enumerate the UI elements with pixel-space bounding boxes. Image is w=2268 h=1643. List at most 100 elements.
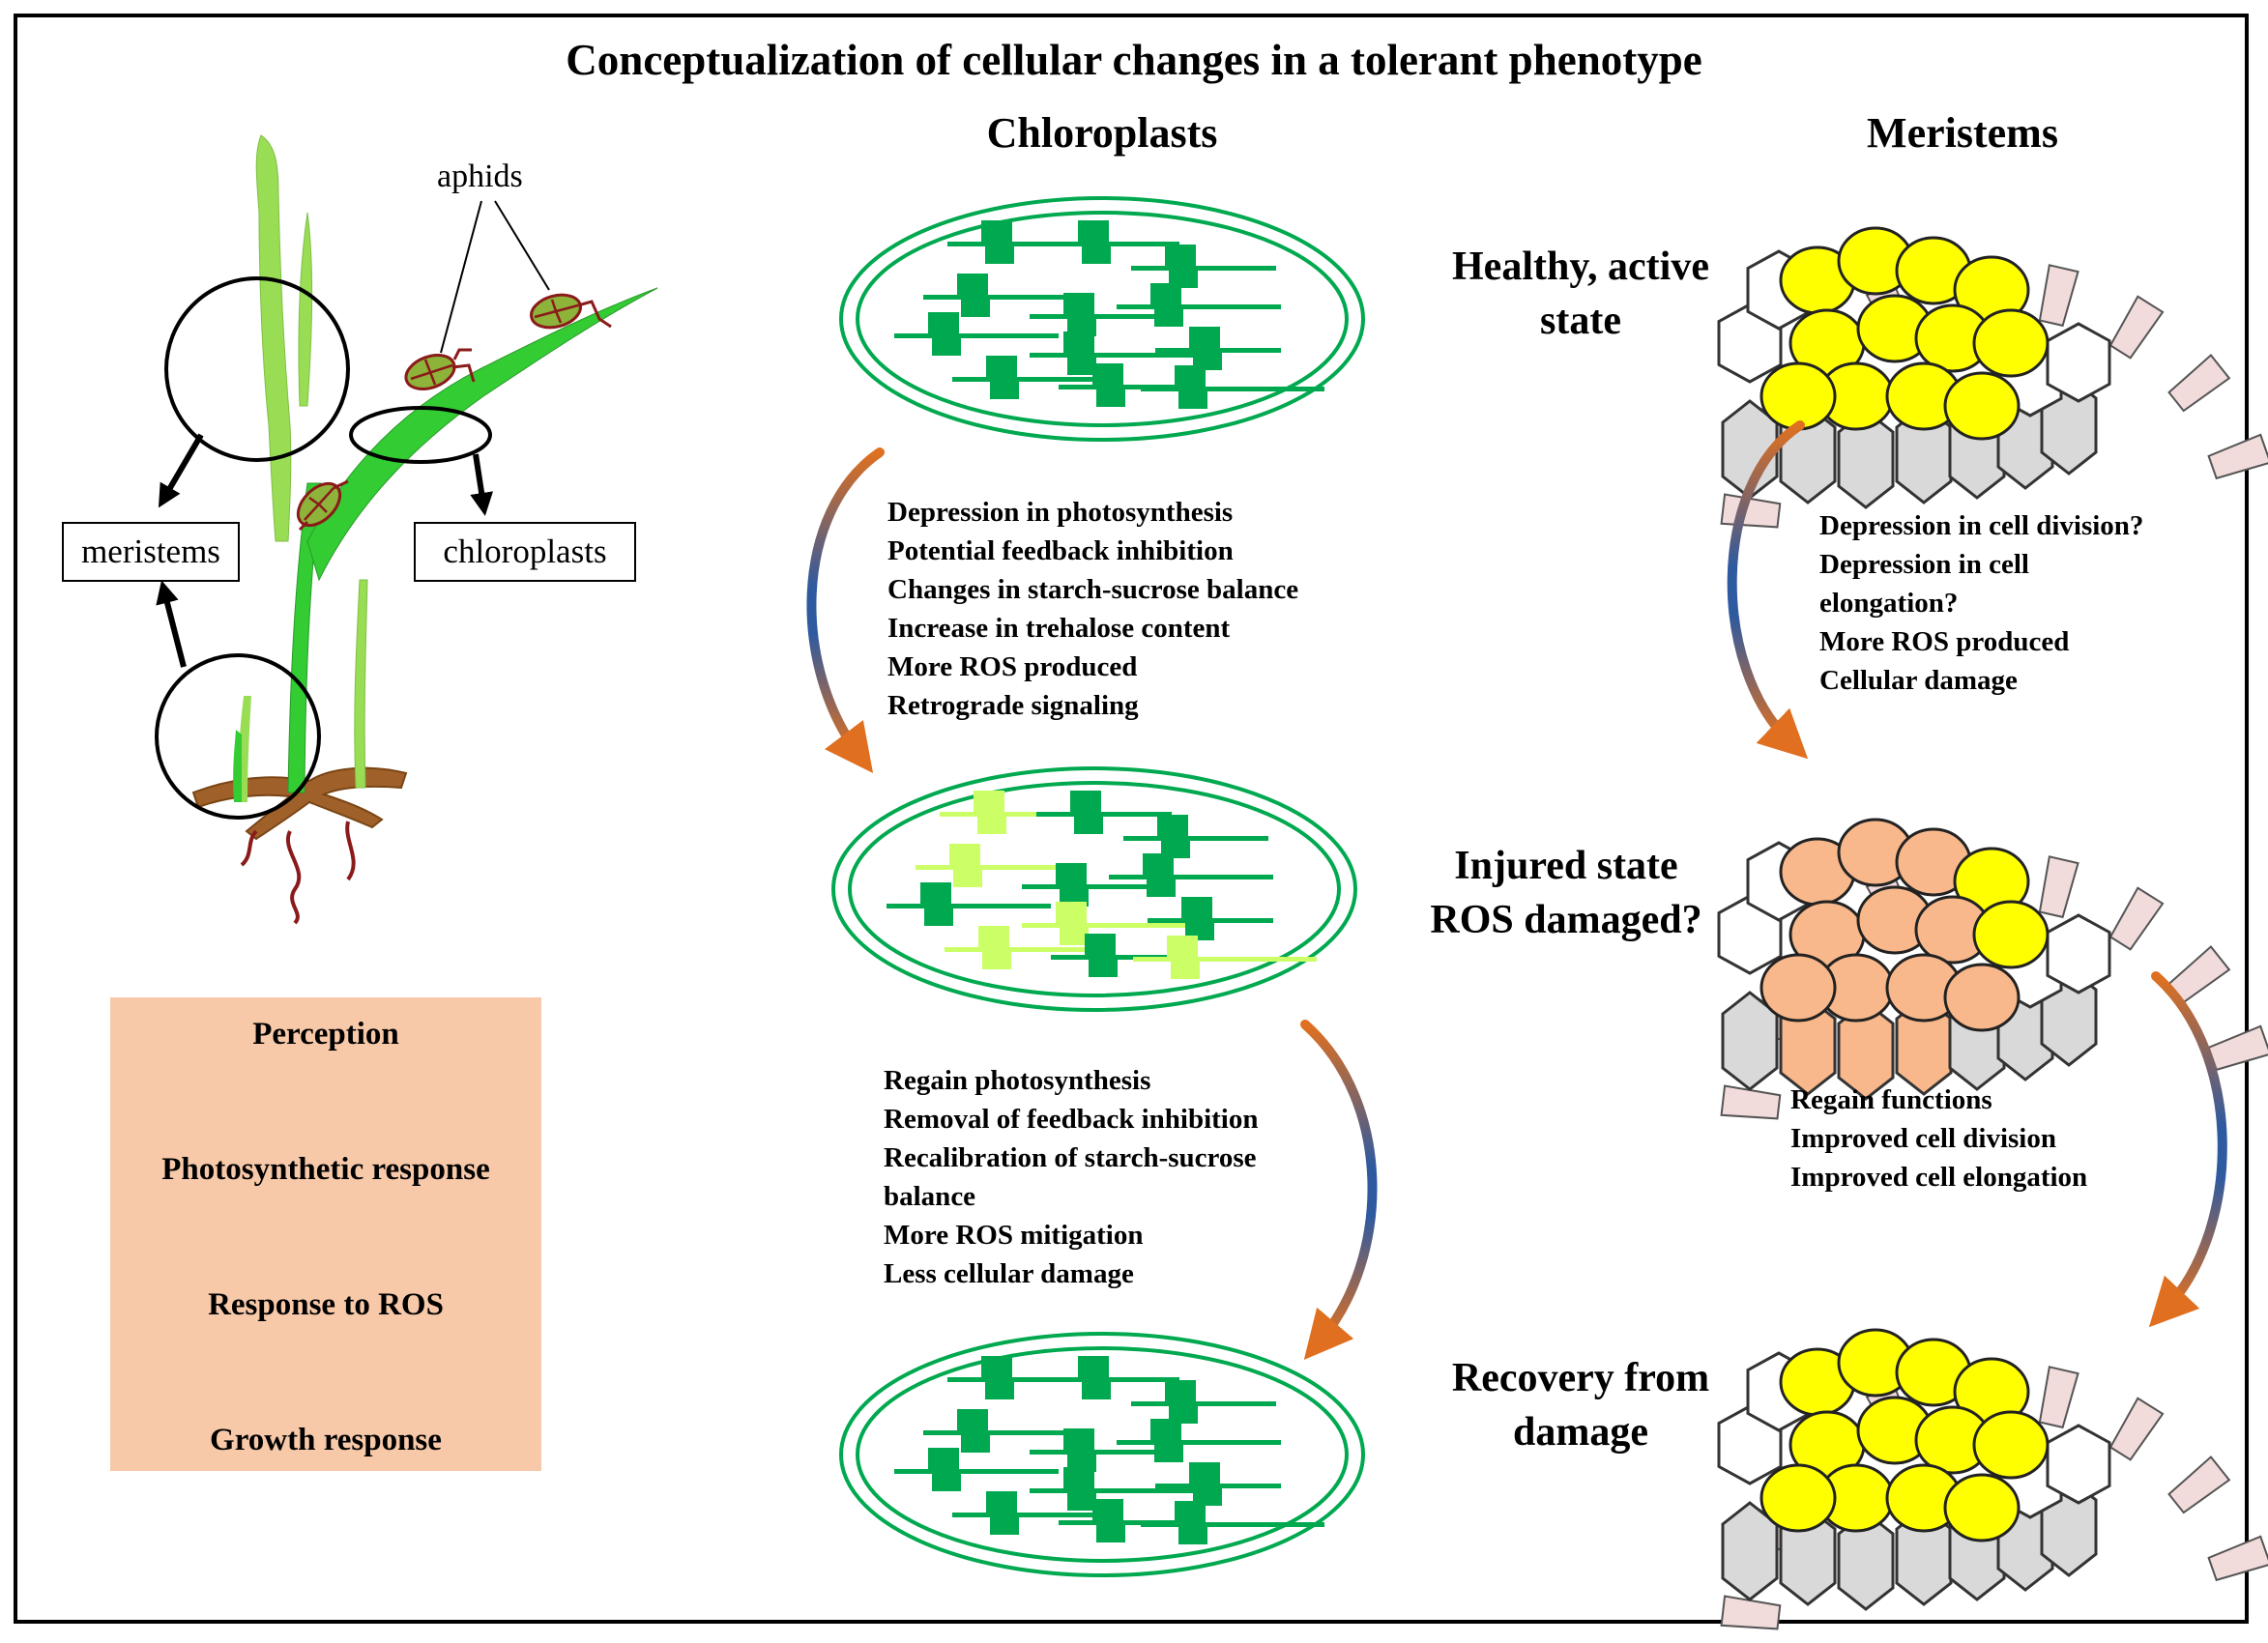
chloroplast-inner-membrane [856,211,1349,427]
granum [981,1356,1012,1377]
thylakoid-lamella [894,333,1059,338]
granum [1078,1356,1109,1377]
chloroplast-outer-membrane [831,766,1357,1012]
state-healthy-line1: Healthy, active [1452,245,1709,289]
thylakoid-lamella [1155,348,1281,353]
sprout-left2 [233,730,242,802]
granum [928,1448,959,1469]
figure-frame [14,14,2249,1624]
meristem-cell [1721,991,1779,1091]
root-cap-cell [2167,354,2231,413]
list-item: elongation? [1819,588,1959,619]
arrow-to-chloroplasts [470,453,494,516]
list-item: Removal of feedback inhibition [884,1104,1259,1135]
thylakoid-lamella [923,295,1078,300]
granum [1150,1419,1181,1440]
granum [990,1517,1019,1535]
granum [981,220,1012,242]
granum [1092,1499,1123,1520]
aphids-label: aphids [437,159,523,194]
root-cap-cell [2108,886,2165,951]
thylakoid-lamella [894,1469,1059,1474]
thylakoid-lamella [1141,387,1324,391]
meristem [1717,226,2268,529]
thylakoid-lamella [887,904,1051,908]
meristem-cell [1759,953,1837,1023]
flow-step-perception: Perception [252,1017,399,1052]
list-item: Improved cell division [1790,1123,2056,1154]
plant-illustration [155,134,658,925]
list-item: Recalibration of starch-sucrose [884,1142,1257,1173]
root-cap-cell [2108,295,2165,360]
meristem-column [1717,226,2268,1630]
state-injured: Injured state ROS damaged? [1392,839,1740,947]
aphid-icon [530,293,612,330]
granum [932,338,961,356]
granum [1096,1525,1125,1542]
root-cap-cell [2207,1535,2268,1582]
list-item: More ROS produced [887,651,1138,682]
thylakoid-lamella [940,812,1104,817]
thylakoid-lamella [1131,1401,1276,1406]
root-cap-cell [2207,433,2268,480]
root-cap-cell [2207,1024,2268,1072]
granum [961,300,990,317]
thylakoid-lamella [1148,918,1273,923]
chloroplast-injury-list: Depression in photosynthesis Potential f… [887,493,1298,725]
chloroplast-inner-membrane [856,1346,1349,1563]
meristem-cell [1721,1501,1779,1601]
figure-title: Conceptualization of cellular changes in… [566,36,1702,84]
granum [990,382,1019,399]
meristem-callout-circle [155,653,321,820]
granum [985,246,1014,264]
list-item: Regain photosynthesis [884,1065,1151,1096]
aphid-pointer-line [494,200,550,291]
thylakoid-lamella [1036,812,1172,817]
granum [986,356,1017,377]
granum [1082,1382,1111,1399]
thylakoid-lamella [1131,266,1276,271]
granum [932,1474,961,1491]
state-healthy: Healthy, active state [1402,240,1759,348]
chloroplasts-label: chloroplasts [443,533,607,570]
thylakoid-lamella [1117,1440,1281,1445]
state-injured-line2: ROS damaged? [1430,898,1702,942]
aphid-icon [296,479,349,532]
granum [928,312,959,333]
meristem-injury-list: Depression in cell division? Depression … [1819,506,2143,700]
granum [974,791,1004,812]
thylakoid-lamella [1044,242,1179,246]
granum [1154,309,1183,327]
granum [1078,220,1109,242]
list-item: Regain functions [1790,1084,1992,1115]
granum [1175,1501,1206,1522]
granum [1171,962,1200,979]
thylakoid-lamella [1022,884,1167,889]
granum [1067,1493,1096,1511]
root-cap-cell [1720,1084,1782,1120]
flow-step-photosynthetic: Photosynthetic response [161,1152,490,1187]
granum [1063,1467,1094,1488]
granum [957,1409,988,1430]
chloroplast [839,196,1365,442]
chloroplast-inner-membrane [848,781,1341,997]
thylakoid-lamella [952,1513,1117,1517]
thylakoid-lamella [1059,1520,1194,1525]
granum [1154,1445,1183,1462]
meristems-label-box: meristems [62,522,240,582]
thylakoid-lamella [1133,957,1317,962]
granum [1070,791,1101,812]
meristem-cell [1943,963,2021,1032]
meristem-cell [2046,1424,2111,1505]
curved-arrow [1727,420,1809,760]
meristems-label: meristems [81,533,220,570]
granum [957,274,988,295]
arrow-to-meristems [158,433,204,508]
root-cap-cell [2038,855,2079,919]
meristem [1717,818,2268,1120]
granum [1165,245,1196,266]
granum [953,870,982,887]
list-item: Depression in cell [1819,549,2029,580]
